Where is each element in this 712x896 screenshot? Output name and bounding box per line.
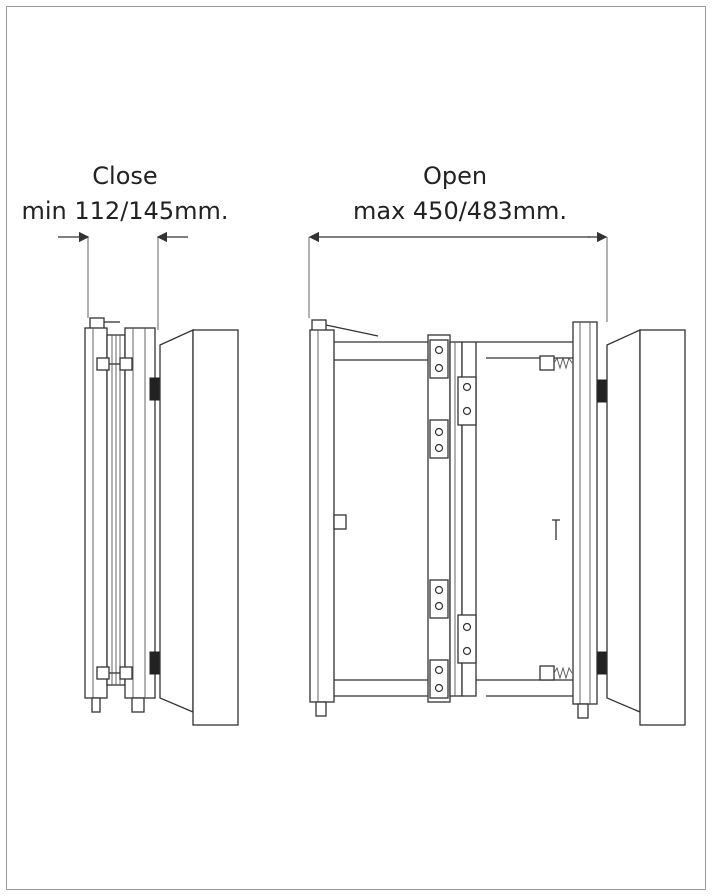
open-view-dimension: max 450/483mm. — [352, 197, 567, 225]
close-view-title: Close — [92, 162, 158, 190]
closed-mechanism-drawing — [84, 317, 239, 726]
close-view-dimension: min 112/145mm. — [21, 197, 229, 225]
open-mechanism-drawing — [309, 319, 686, 726]
open-dimension-line — [308, 231, 608, 322]
drawing-frame — [6, 6, 706, 890]
open-view-title: Open — [422, 162, 488, 190]
close-dimension-line — [58, 231, 188, 330]
